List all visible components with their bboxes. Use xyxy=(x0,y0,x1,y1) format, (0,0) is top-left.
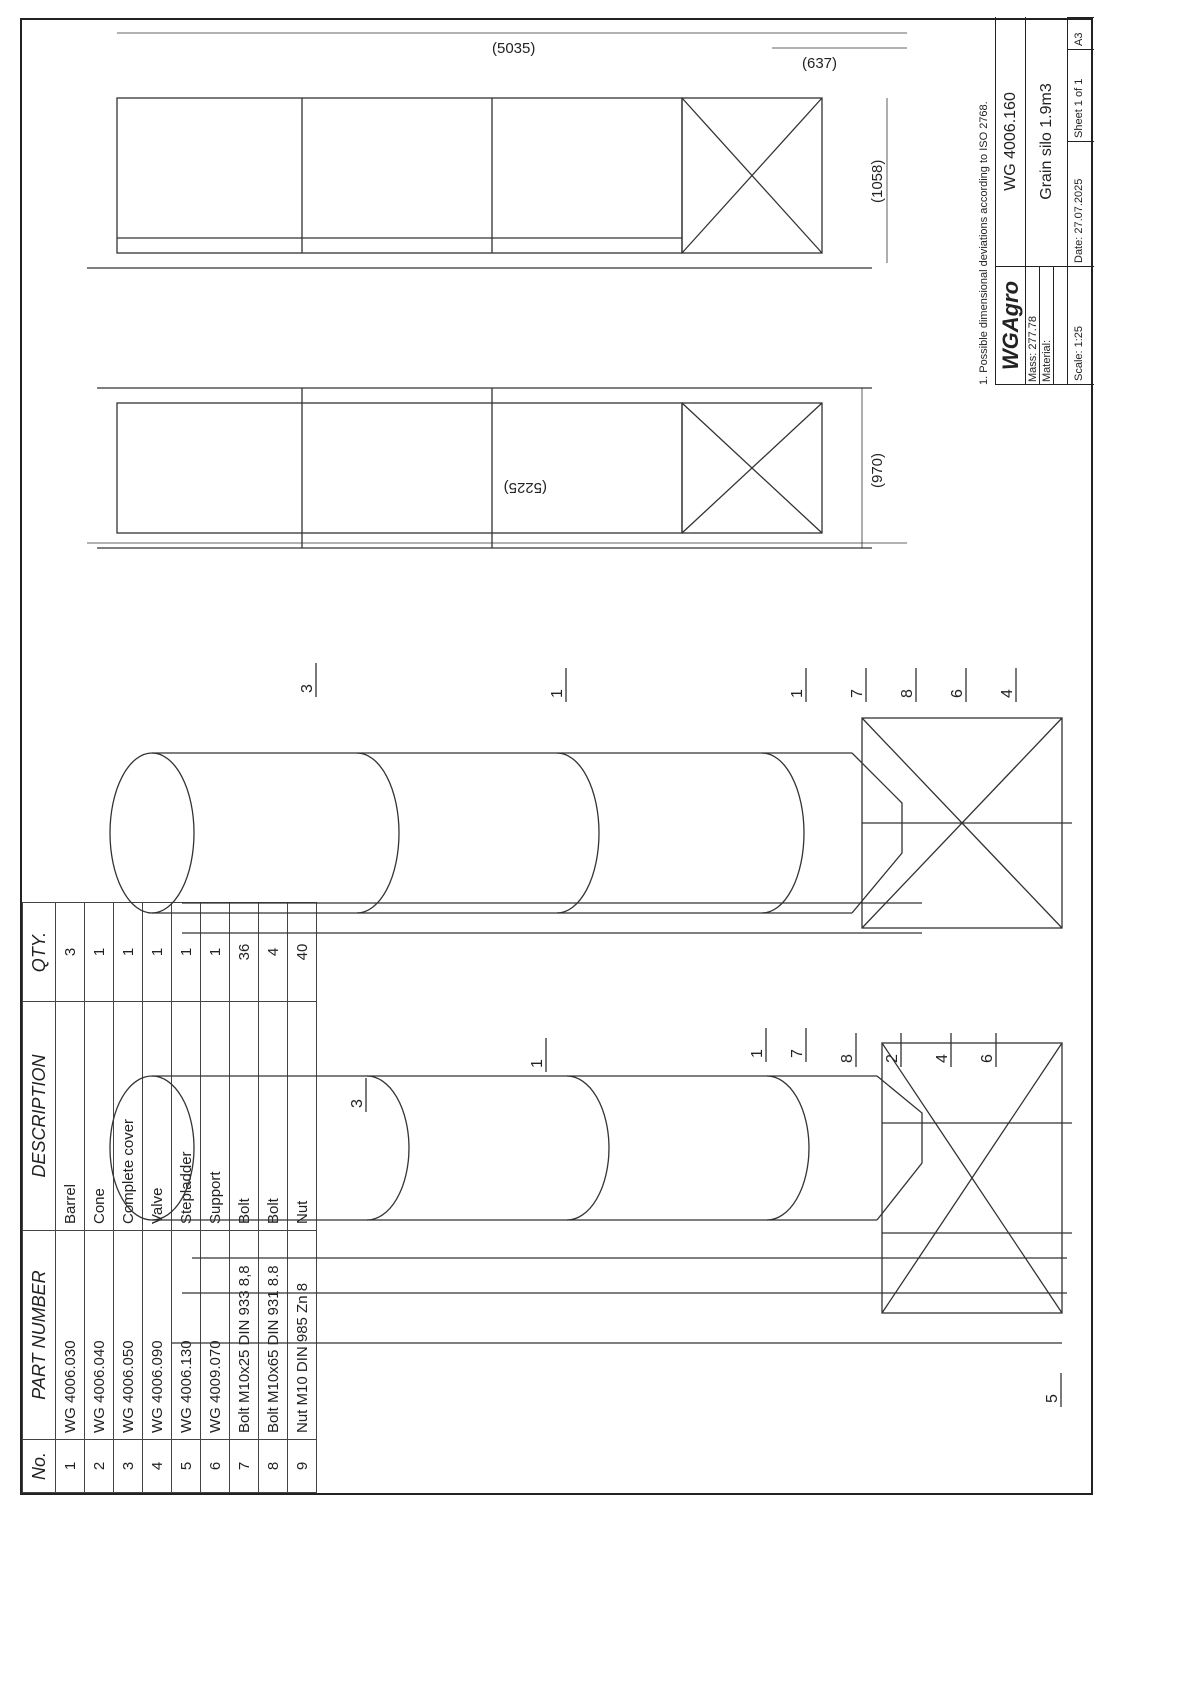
isometric-view-left xyxy=(109,1042,1072,1344)
stepladder xyxy=(172,1257,1067,1344)
balloon-left: 1 xyxy=(749,1049,766,1058)
scale: Scale: 1:25 xyxy=(1068,266,1094,384)
isometric-view-right xyxy=(109,717,1072,934)
drawing-number: WG 4006.160 xyxy=(996,17,1026,266)
stepladder xyxy=(182,902,922,934)
balloon-left: 6 xyxy=(979,1054,996,1063)
support-frame xyxy=(881,1042,1072,1314)
balloon-right: 4 xyxy=(999,689,1016,698)
side-view xyxy=(87,32,907,269)
drawing-note: 1. Possible dimensional deviations accor… xyxy=(978,101,990,385)
balloon-right: 7 xyxy=(849,689,866,698)
date: Date: 27.07.2025 xyxy=(1068,141,1094,266)
support-frame xyxy=(861,717,1072,929)
cover xyxy=(109,752,195,914)
balloon-right: 6 xyxy=(949,689,966,698)
mass: Mass: 277.78 xyxy=(1026,266,1040,384)
balloon-left: 2 xyxy=(884,1054,901,1063)
dimension-5225: (5225) xyxy=(504,479,547,496)
dimension-1058: (1058) xyxy=(869,160,886,203)
balloon-right: 1 xyxy=(549,689,566,698)
balloon-left: 8 xyxy=(839,1054,856,1063)
blank-row xyxy=(1054,266,1068,384)
drawing-views: (5035) (637) (1058) (5225) (970) 3 1 1 7 8 2 4… xyxy=(87,32,1072,1407)
balloon-right: 8 xyxy=(899,689,916,698)
title-block: WGAgro WG 4006.160 Mass: 277.78 Material… xyxy=(995,17,1094,385)
sheet-number: Sheet 1 of 1 xyxy=(1068,49,1094,141)
front-view xyxy=(87,387,907,549)
balloon-right: 1 xyxy=(789,689,806,698)
balloon-left: 1 xyxy=(529,1059,546,1068)
balloon-left: 5 xyxy=(1044,1394,1061,1403)
balloon-left: 4 xyxy=(934,1054,951,1063)
balloon-left: 7 xyxy=(789,1049,806,1058)
balloon-right: 3 xyxy=(299,684,316,693)
drawing-title: Grain silo 1.9m3 xyxy=(1026,17,1068,266)
paper-size: A3 xyxy=(1068,17,1094,49)
cover xyxy=(109,1075,195,1221)
dimension-637: (637) xyxy=(802,55,837,72)
material: Material: xyxy=(1040,266,1054,384)
dimension-5035: (5035) xyxy=(492,40,535,57)
balloon-left: 3 xyxy=(349,1099,366,1108)
company-logo: WGAgro xyxy=(996,266,1026,384)
dimension-970: (970) xyxy=(869,453,886,488)
